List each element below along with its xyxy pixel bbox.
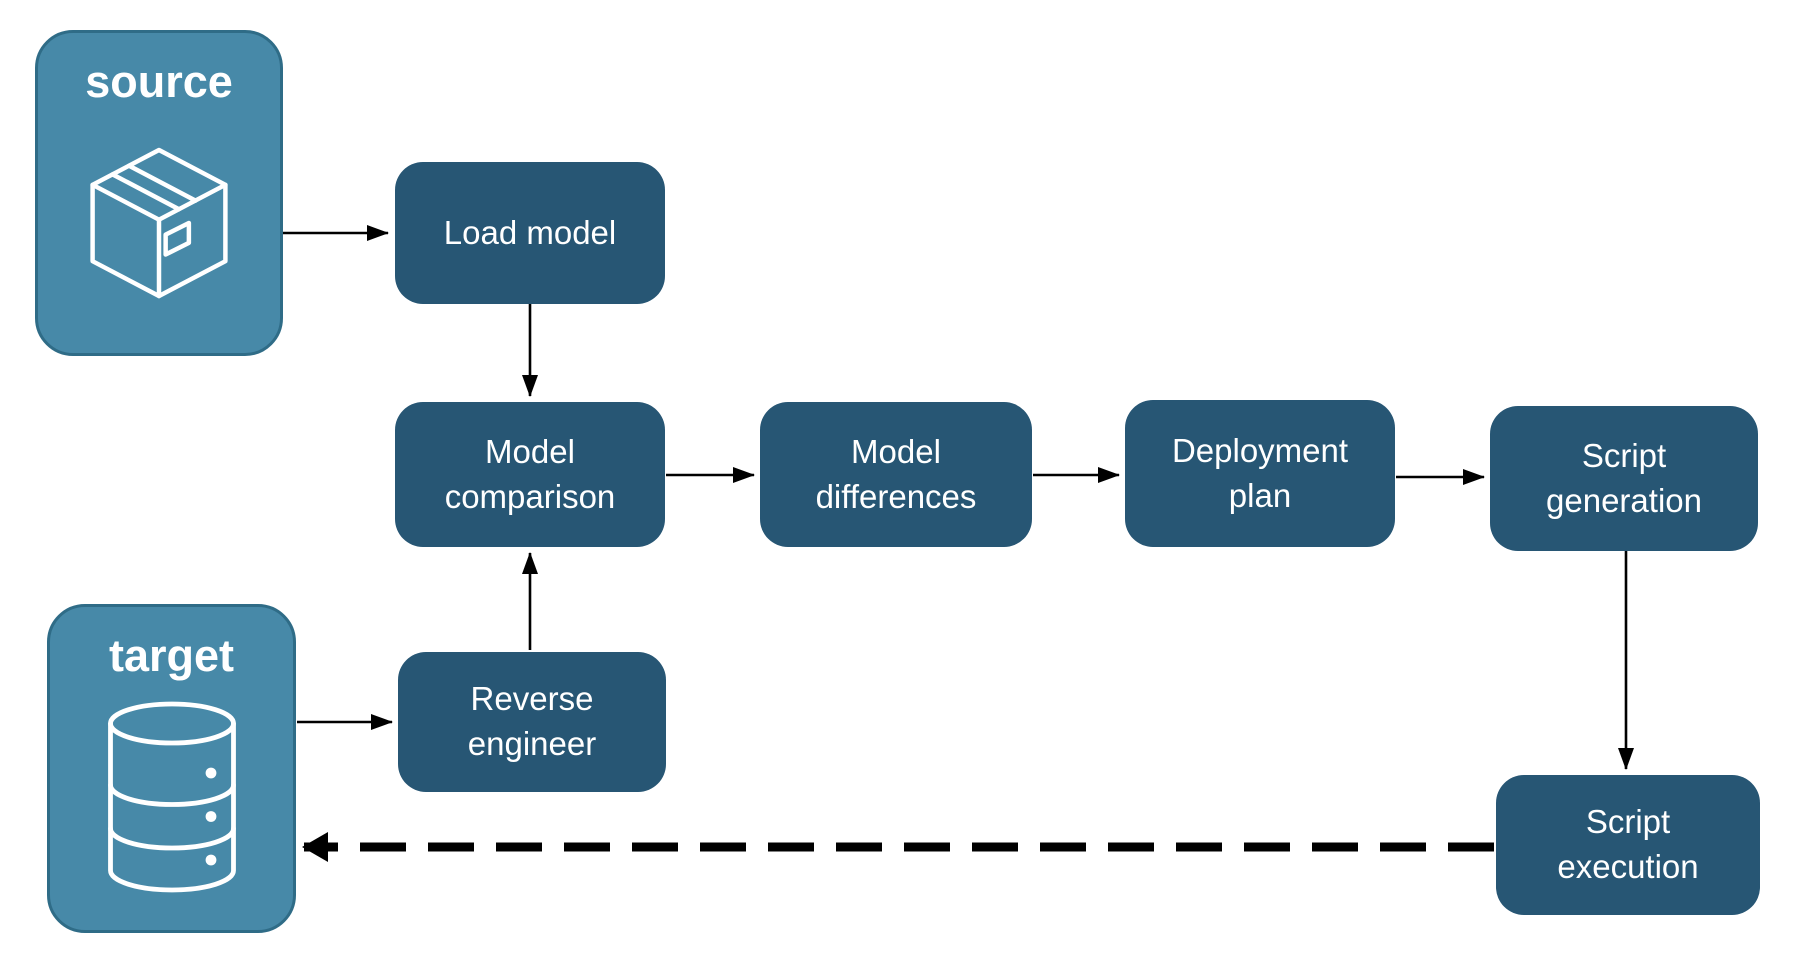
node-model-differences-label: Model differences [815,432,977,515]
node-script-execution-label: Script execution [1557,803,1699,885]
node-model-comparison: Model comparison [395,402,665,547]
endpoint-target: target [47,604,296,933]
endpoint-source: source [35,30,283,356]
database-icon [50,681,293,931]
node-script-generation-label: Script generation [1546,436,1702,519]
node-script-execution: Script execution [1496,775,1760,915]
endpoint-target-label: target [108,630,235,681]
node-script-generation: Script generation [1490,406,1758,551]
node-load-model: Load model [395,162,665,304]
node-model-comparison-label: Model comparison [444,432,616,515]
node-deployment-plan: Deployment plan [1125,400,1395,547]
node-reverse-engineer-label: Reverse engineer [467,680,597,762]
node-reverse-engineer: Reverse engineer [398,652,666,792]
endpoint-source-label: source [85,56,233,107]
node-deployment-plan-label: Deployment plan [1171,431,1349,514]
package-icon [38,107,280,354]
node-load-model-label: Load model [443,213,617,251]
node-model-differences: Model differences [760,402,1032,547]
